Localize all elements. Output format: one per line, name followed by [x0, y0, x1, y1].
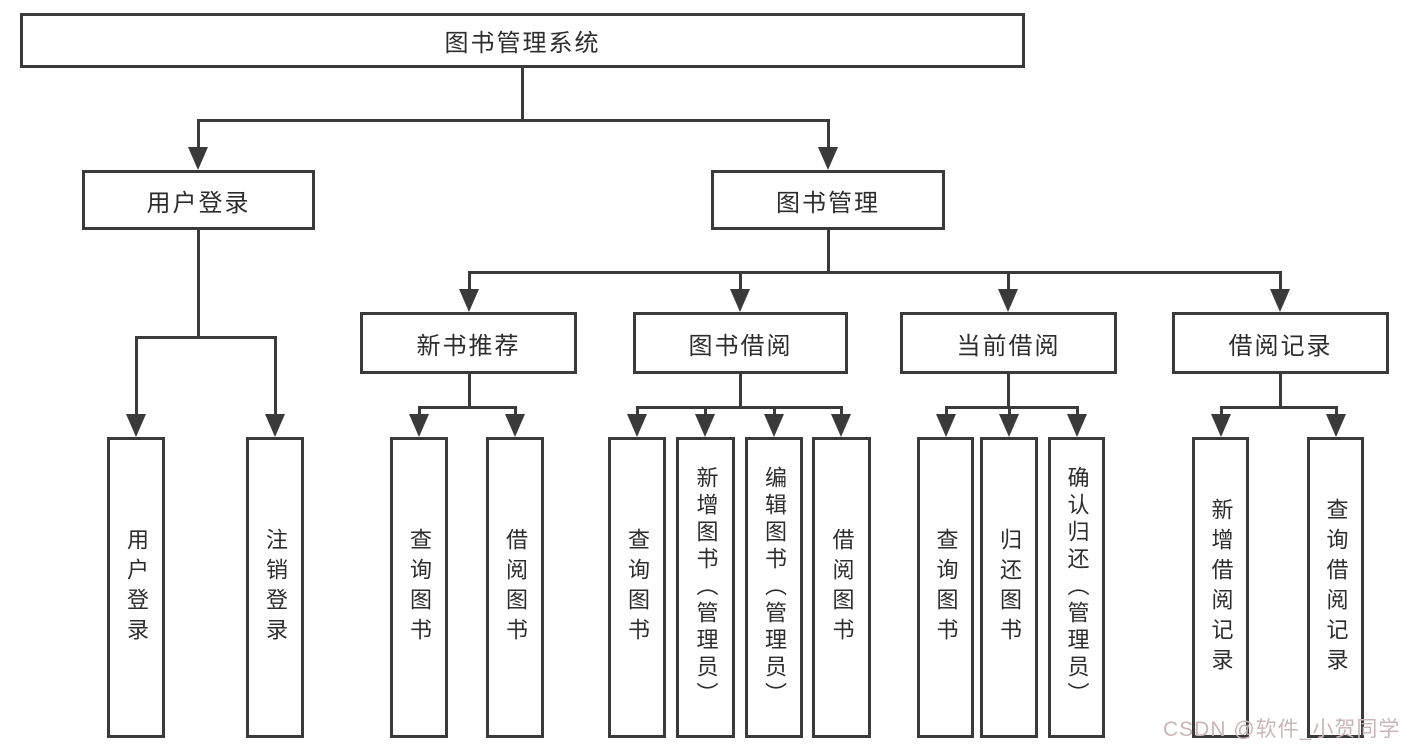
arrow-down-icon: [126, 414, 146, 437]
leaf-borrow-books-1: 借阅图书: [486, 437, 544, 738]
connector-line: [467, 271, 471, 292]
arrow-down-icon: [1067, 414, 1087, 437]
connector-line: [1219, 406, 1338, 409]
leaf-query-books-1: 查询图书: [390, 437, 448, 738]
arrow-down-icon: [627, 414, 647, 437]
leaf-return-books: 归还图书: [980, 437, 1038, 738]
connector-line: [839, 406, 843, 417]
connector-line: [1219, 406, 1223, 417]
connector-line: [1006, 271, 1010, 292]
leaf-add-book-admin: 新增图书（管理员）: [676, 437, 735, 738]
watermark: CSDN @软件_小贺同学: [1163, 718, 1401, 741]
arrow-down-icon: [459, 289, 479, 312]
connector-line: [738, 374, 742, 409]
node-book-management: 图书管理: [711, 170, 945, 230]
arrow-down-icon: [764, 414, 784, 437]
connector-line: [417, 406, 517, 409]
leaf-user-login: 用户登录: [107, 437, 165, 738]
connector-line: [1075, 406, 1079, 417]
connector-line: [738, 271, 742, 292]
connector-line: [196, 230, 200, 339]
arrow-down-icon: [936, 414, 956, 437]
connector-line: [635, 406, 843, 409]
connector-line: [1278, 271, 1282, 292]
arrow-down-icon: [409, 414, 429, 437]
connector-line: [196, 119, 200, 150]
connector-line: [1278, 374, 1282, 409]
node-borrow-records: 借阅记录: [1172, 312, 1389, 374]
arrow-down-icon: [1211, 414, 1231, 437]
connector-line: [196, 119, 830, 122]
arrow-down-icon: [730, 289, 750, 312]
arrow-down-icon: [818, 147, 838, 170]
connector-line: [513, 406, 517, 417]
connector-line: [944, 406, 1079, 409]
connector-line: [826, 119, 830, 150]
arrow-down-icon: [831, 414, 851, 437]
leaf-logout-login: 注销登录: [246, 437, 304, 738]
leaf-borrow-books-2: 借阅图书: [812, 437, 871, 738]
connector-line: [703, 406, 707, 417]
connector-line: [635, 406, 639, 417]
arrow-down-icon: [188, 147, 208, 170]
connector-line: [417, 406, 421, 417]
node-new-book-recommend: 新书推荐: [360, 312, 577, 374]
connector-line: [1006, 374, 1010, 409]
connector-line: [944, 406, 948, 417]
leaf-confirm-return-admin: 确认归还（管理员）: [1048, 437, 1105, 738]
node-book-borrow: 图书借阅: [633, 312, 848, 374]
arrow-down-icon: [999, 414, 1019, 437]
connector-line: [467, 374, 471, 409]
arrow-down-icon: [695, 414, 715, 437]
arrow-down-icon: [1326, 414, 1346, 437]
leaf-edit-book-admin: 编辑图书（管理员）: [745, 437, 803, 738]
node-current-borrow: 当前借阅: [900, 312, 1117, 374]
connector-line: [134, 336, 277, 339]
node-user-login-group: 用户登录: [82, 170, 315, 230]
connector-line: [467, 271, 1282, 274]
leaf-query-books-2: 查询图书: [608, 437, 666, 738]
connector-line: [1334, 406, 1338, 417]
arrow-down-icon: [1270, 289, 1290, 312]
connector-line: [772, 406, 776, 417]
arrow-down-icon: [505, 414, 525, 437]
connector-line: [826, 230, 830, 274]
connector-line: [1007, 406, 1011, 417]
leaf-query-borrow-record: 查询借阅记录: [1307, 437, 1364, 738]
leaf-add-borrow-record: 新增借阅记录: [1192, 437, 1249, 738]
connector-line: [134, 336, 138, 417]
arrow-down-icon: [998, 289, 1018, 312]
arrow-down-icon: [265, 414, 285, 437]
connector-line: [520, 68, 524, 122]
node-root: 图书管理系统: [20, 13, 1025, 68]
connector-line: [273, 336, 277, 417]
leaf-query-books-3: 查询图书: [917, 437, 974, 738]
